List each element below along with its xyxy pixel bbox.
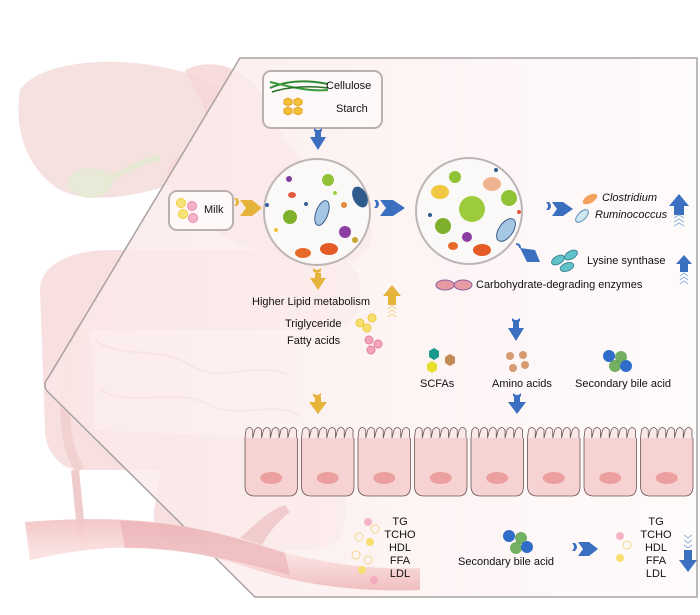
intestinal-epithelium [244,427,694,497]
lipid-item: TCHO [640,529,672,541]
cell-nucleus [486,472,509,484]
blood-bile-acid-icon [503,530,533,554]
scfas-icon [427,348,455,373]
gallbladder-silhouette [68,168,112,198]
milk-label: Milk [204,204,224,216]
epithelial-cell [527,427,581,497]
blood-lipids-before-icon [351,518,380,584]
lipid-metabolism-label: Higher Lipid metabolism [252,296,370,308]
cell-nucleus [599,472,622,484]
scfas-label: SCFAs [420,378,455,390]
ruminococcus-icon [575,209,589,223]
carbohydrate-enzymes-icon [435,279,473,291]
lipid-item: TCHO [384,529,416,541]
microvilli [470,427,523,439]
blood-lipids-before-list: TG TCHO HDL FFA LDL [382,516,418,581]
milk-droplets-icon [176,198,198,223]
epithelial-cell [470,427,524,497]
fiber-input-box: Cellulose Starch [262,70,383,129]
cell-nucleus [260,472,283,484]
arrow-fiber-to-gut [310,128,326,150]
starch-icon [283,97,303,116]
arrow-metabolites-to-epithelium [508,393,526,414]
epithelial-cell [357,427,411,497]
blood-bile-acid-label: Secondary bile acid [458,556,555,568]
microvilli [583,427,636,439]
arrow-milk-to-gut [234,198,262,216]
lysine-synthase-label: Lysine synthase [587,255,666,267]
cellulose-label: Cellulose [326,80,372,92]
microvilli [640,427,693,439]
clostridium-icon [582,193,598,205]
cell-nucleus [542,472,565,484]
fatty-acids-label: Fatty acids [287,335,341,347]
cellulose-fibers-icon [269,80,329,116]
epithelial-cell [301,427,355,497]
microvilli [357,427,410,439]
secondary-bile-acid-icon [603,350,632,372]
microvilli [414,427,467,439]
lipid-item: LDL [389,568,411,580]
lysine-synthase-icon [551,249,578,272]
epithelial-cell [414,427,468,497]
amino-acids-icon [506,351,529,372]
lipid-item: FFA [645,555,667,567]
arrow-to-lipid-metabolism [310,268,326,290]
gut-microbiota-circle-1 [263,158,371,266]
starch-label: Starch [336,103,368,115]
microvilli [244,427,297,439]
arrow-to-metabolites [508,318,524,341]
lipid-item: HDL [388,542,411,554]
lipid-item: FFA [389,555,411,567]
lipid-increase-arrow [383,285,401,318]
lipid-item: HDL [644,542,667,554]
epithelial-cell [244,427,298,497]
lipid-item: TG [392,516,408,528]
lipid-item: LDL [645,568,667,580]
epithelial-cell [640,427,694,497]
blood-vessel [25,505,420,591]
arrow-to-bacteria [546,202,573,216]
cell-nucleus [316,472,339,484]
enzymes-increase-arrow [676,255,692,285]
epithelial-cell [583,427,637,497]
triglyceride-icon [355,313,377,333]
secondary-bile-acid-label: Secondary bile acid [575,378,672,390]
ruminococcus-label: Ruminococcus [595,209,668,221]
lipid-item: TG [648,516,664,528]
arrow-to-enzymes [515,243,540,262]
fatty-acid-icon [364,335,383,355]
cell-nucleus [373,472,396,484]
blood-lipids-after-icon [616,532,632,562]
blood-lipids-after-list: TG TCHO HDL FFA LDL [638,516,674,581]
gut-microbiota-circle-2 [415,157,523,265]
blood-lipids-decrease-arrow [679,534,697,572]
microvilli [301,427,354,439]
arrow-gut-to-gut [374,200,405,216]
triglyceride-label: Triglyceride [285,318,342,330]
microvilli [527,427,580,439]
arrow-bile-acid-to-lipids [572,542,598,556]
milk-input-box: Milk [168,190,234,231]
arrow-lipid-to-epithelium [309,393,327,414]
bacteria-increase-arrow [669,194,689,227]
cell-nucleus [429,472,452,484]
clostridium-label: Clostridium [602,192,658,204]
amino-acids-label: Amino acids [492,378,552,390]
cell-nucleus [655,472,678,484]
carbohydrate-enzymes-label: Carbohydrate-degrading enzymes [476,279,643,291]
